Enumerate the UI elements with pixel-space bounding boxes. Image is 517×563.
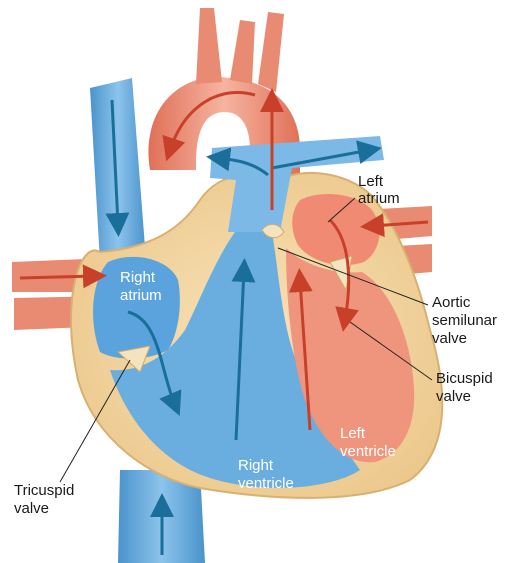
aortic-branch-3 — [258, 12, 284, 92]
aortic-branch-1 — [196, 8, 222, 84]
aortic-branch-2 — [230, 20, 255, 84]
flow-arrow-pv-left — [20, 276, 95, 278]
label-bicuspid-valve: Bicuspid valve — [436, 370, 497, 405]
label-left-atrium: Left atrium — [358, 173, 400, 207]
label-tricuspid-valve: Tricuspid valve — [14, 482, 78, 517]
label-aortic-semilunar-valve: Aortic semilunar valve — [432, 294, 501, 347]
label-right-atrium: Right atrium — [120, 269, 162, 304]
superior-vena-cava — [90, 78, 146, 262]
